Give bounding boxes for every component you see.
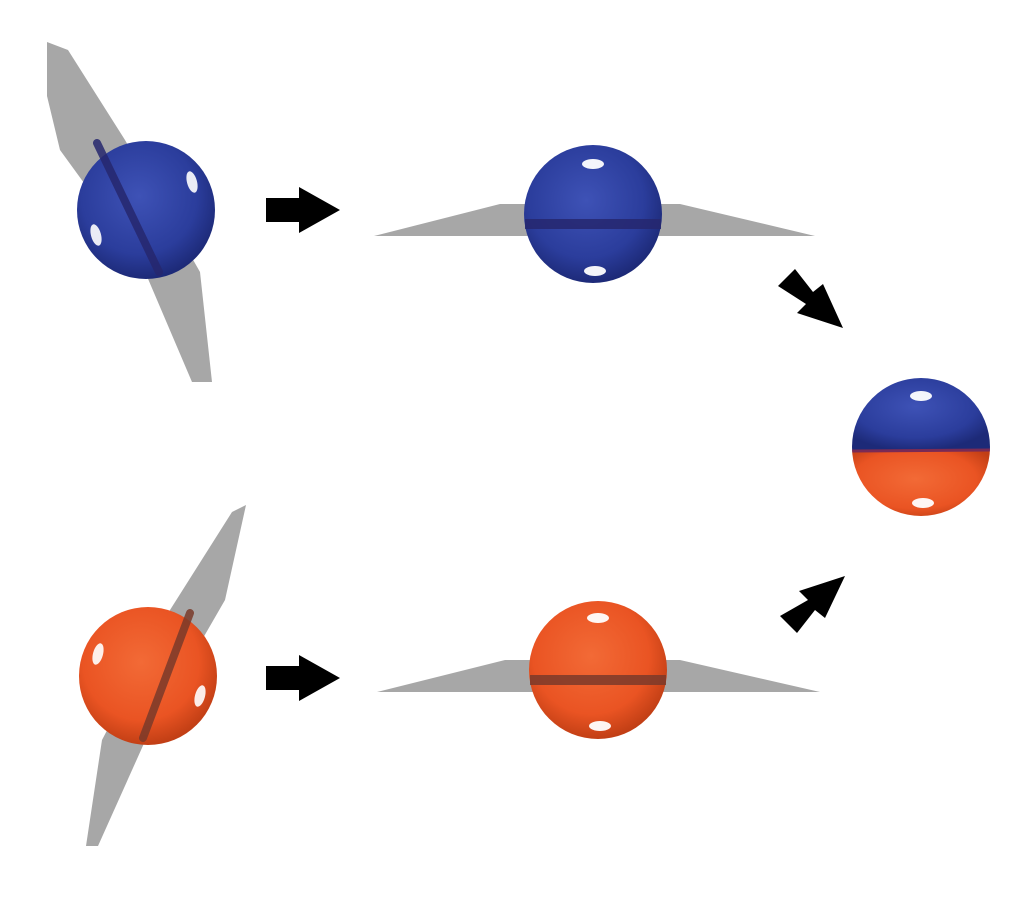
arrow-up-right: [780, 576, 845, 633]
sphere-highlight: [194, 685, 206, 707]
sphere-highlight: [582, 159, 604, 169]
sphere-highlight: [584, 266, 606, 276]
membrane-band-blue-middle: [525, 219, 661, 229]
orange-sphere-flat-group: [377, 601, 820, 739]
sphere-highlight: [910, 391, 932, 401]
sphere-highlight: [912, 498, 934, 508]
blue-sphere-tilted-group: [47, 42, 215, 382]
sphere-highlight: [186, 171, 198, 193]
arrow-right-top: [266, 187, 340, 233]
arrow-right-bottom: [266, 655, 340, 701]
sphere-highlight: [589, 721, 611, 731]
sphere-highlight: [92, 643, 104, 665]
blue-sphere-flat-group: [374, 145, 815, 283]
sphere-highlight: [587, 613, 609, 623]
janus-boundary: [852, 448, 990, 453]
janus-top-half: [852, 378, 990, 451]
membrane-band-blue-left: [93, 139, 163, 276]
blue-sphere-middle: [524, 145, 662, 283]
orange-sphere-middle: [529, 601, 667, 739]
orange-sphere-tilted-group: [79, 505, 246, 846]
sphere-highlight: [90, 224, 102, 246]
membrane-band-orange-middle: [530, 675, 666, 685]
blue-sphere-left: [77, 141, 215, 279]
janus-bottom-half: [852, 451, 990, 516]
arrow-down-right: [778, 269, 843, 328]
membrane-band-orange-left: [139, 609, 194, 742]
